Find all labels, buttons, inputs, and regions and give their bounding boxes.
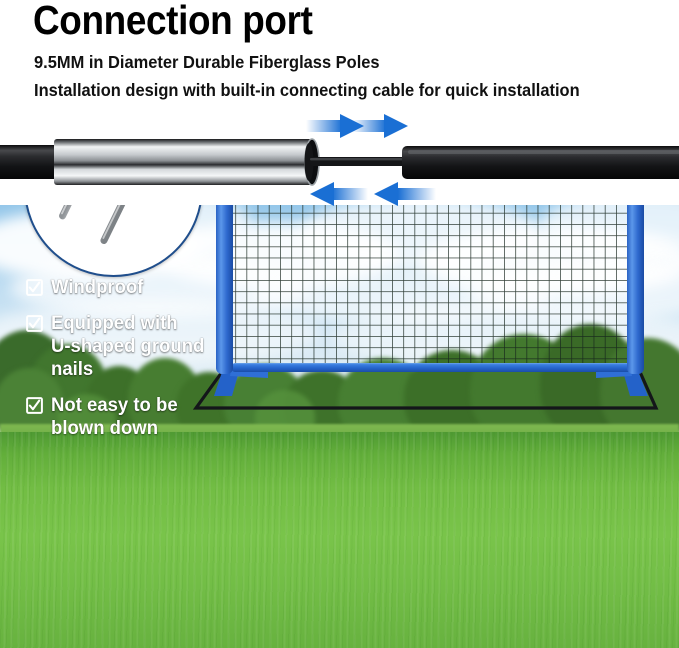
black-fiberglass-pole xyxy=(402,146,679,179)
grass-texture xyxy=(0,432,679,648)
chrome-connector-sleeve xyxy=(54,139,312,185)
arrow-right-upper-outer xyxy=(352,114,408,138)
checkbox-checked-icon xyxy=(26,279,43,296)
grass-field xyxy=(0,432,679,648)
checkbox-checked-icon xyxy=(26,315,43,332)
goal-base-frame-side xyxy=(194,371,658,409)
list-item: Windproof xyxy=(26,276,256,299)
list-item: Not easy to be blown down xyxy=(26,394,256,440)
feature-label: Not easy to be blown down xyxy=(51,394,178,439)
pole-connector-diagram xyxy=(0,114,679,206)
black-fiberglass-pole xyxy=(0,145,66,179)
list-item: Equipped with U-shaped ground nails xyxy=(26,312,256,381)
page-title: Connection port xyxy=(33,0,313,43)
feature-label: Windproof xyxy=(51,276,144,298)
arrow-left-lower-inner xyxy=(310,182,368,206)
checkbox-checked-icon xyxy=(26,397,43,414)
arrow-left-lower-outer xyxy=(374,182,436,206)
goal-bottom-bar xyxy=(232,363,632,372)
feature-list: Windproof Equipped with U-shaped ground … xyxy=(26,276,256,453)
feature-label: Equipped with U-shaped ground nails xyxy=(51,312,205,380)
subtitle-line-2: Installation design with built-in connec… xyxy=(34,80,580,100)
subtitle-line-1: 9.5MM in Diameter Durable Fiberglass Pol… xyxy=(34,52,380,72)
